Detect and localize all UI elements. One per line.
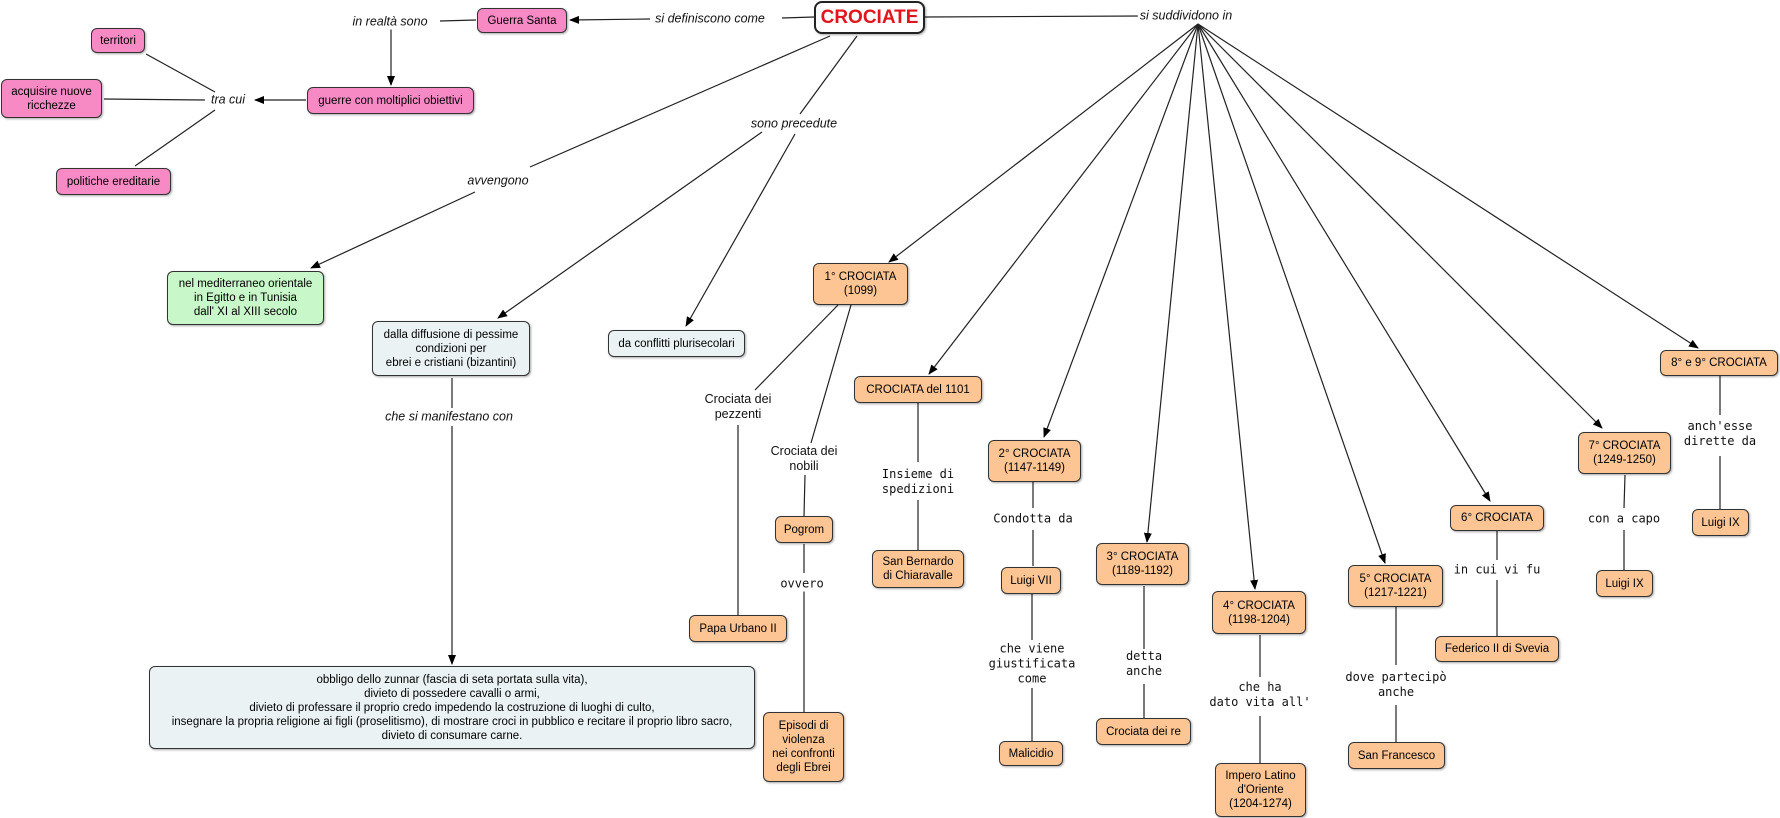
node-crociata-1[interactable]: 1° CROCIATA (1099): [813, 263, 908, 305]
node-crociata-dei-re[interactable]: Crociata dei re: [1096, 718, 1191, 745]
node-episodi-violenza[interactable]: Episodi di violenza nei confronti degli …: [763, 712, 844, 782]
node-federico-ii[interactable]: Federico II di Svevia: [1435, 636, 1559, 662]
node-crociata-3[interactable]: 3° CROCIATA (1189-1192): [1096, 543, 1189, 585]
node-obbligo-zunnar[interactable]: obbligo dello zunnar (fascia di seta por…: [149, 666, 755, 749]
label-si-definiscono-come: si definiscono come: [653, 11, 767, 27]
root-node-crociate[interactable]: CROCIATE: [814, 1, 925, 34]
label-condotta-da: Condotta da: [991, 511, 1075, 527]
node-malicidio[interactable]: Malicidio: [999, 741, 1063, 766]
label-detta-anche: detta anche: [1123, 649, 1165, 679]
label-anchesse-dirette-da: anch'esse dirette da: [1681, 419, 1759, 449]
node-guerre-obiettivi[interactable]: guerre con moltiplici obiettivi: [307, 87, 474, 114]
label-si-suddividono-in: si suddividono in: [1137, 8, 1235, 24]
label-giustificata-come: che viene giustificata come: [986, 641, 1078, 687]
node-crociata-7[interactable]: 7° CROCIATA (1249-1250): [1578, 432, 1671, 474]
node-crociata-8-9[interactable]: 8° e 9° CROCIATA: [1660, 350, 1778, 376]
node-acquisire-ricchezze[interactable]: acquisire nuove ricchezze: [1, 79, 102, 118]
node-conflitti-plurisecolari[interactable]: da conflitti plurisecolari: [608, 330, 745, 357]
label-crociata-dei-pezzenti: Crociata dei pezzenti: [702, 392, 774, 422]
node-crociata-2[interactable]: 2° CROCIATA (1147-1149): [988, 440, 1081, 482]
node-crociata-1101[interactable]: CROCIATA del 1101: [854, 376, 982, 403]
label-in-realta-sono: in realtà sono: [350, 14, 430, 30]
label-ovvero: ovvero: [778, 576, 826, 592]
node-luigi-ix-8-9[interactable]: Luigi IX: [1692, 509, 1749, 536]
label-sono-precedute: sono precedute: [748, 116, 840, 132]
node-luigi-vii[interactable]: Luigi VII: [1001, 567, 1061, 594]
node-crociata-4[interactable]: 4° CROCIATA (1198-1204): [1212, 591, 1306, 634]
label-avvengono: avvengono: [465, 173, 531, 189]
node-impero-latino[interactable]: Impero Latino d'Oriente (1204-1274): [1215, 763, 1306, 817]
node-papa-urbano[interactable]: Papa Urbano II: [689, 615, 787, 642]
node-crociata-5[interactable]: 5° CROCIATA (1217-1221): [1348, 565, 1443, 607]
label-in-cui-vi-fu: in cui vi fu: [1451, 562, 1543, 578]
label-insieme-di-spedizioni: Insieme di spedizioni: [879, 467, 957, 497]
node-territori[interactable]: territori: [91, 28, 145, 53]
node-crociata-6[interactable]: 6° CROCIATA: [1450, 505, 1544, 531]
node-guerra-santa[interactable]: Guerra Santa: [477, 8, 567, 33]
node-san-bernardo[interactable]: San Bernardo di Chiaravalle: [872, 550, 964, 588]
label-che-ha-dato-vita: che ha dato vita all': [1207, 680, 1313, 710]
label-tra-cui: tra cui: [208, 92, 248, 108]
node-politiche-ereditarie[interactable]: politiche ereditarie: [56, 168, 171, 195]
label-crociata-dei-nobili: Crociata dei nobili: [768, 444, 840, 474]
node-san-francesco[interactable]: San Francesco: [1348, 742, 1445, 769]
label-con-a-capo: con a capo: [1585, 511, 1663, 527]
node-luigi-ix-7[interactable]: Luigi IX: [1596, 570, 1653, 597]
node-diffusione-condizioni[interactable]: dalla diffusione di pessime condizioni p…: [372, 321, 530, 376]
label-dove-partecipo-anche: dove partecipò anche: [1343, 670, 1449, 700]
node-mediterraneo[interactable]: nel mediterraneo orientale in Egitto e i…: [167, 271, 324, 325]
node-pogrom[interactable]: Pogrom: [775, 516, 833, 543]
label-che-si-manifestano-con: che si manifestano con: [383, 409, 515, 425]
